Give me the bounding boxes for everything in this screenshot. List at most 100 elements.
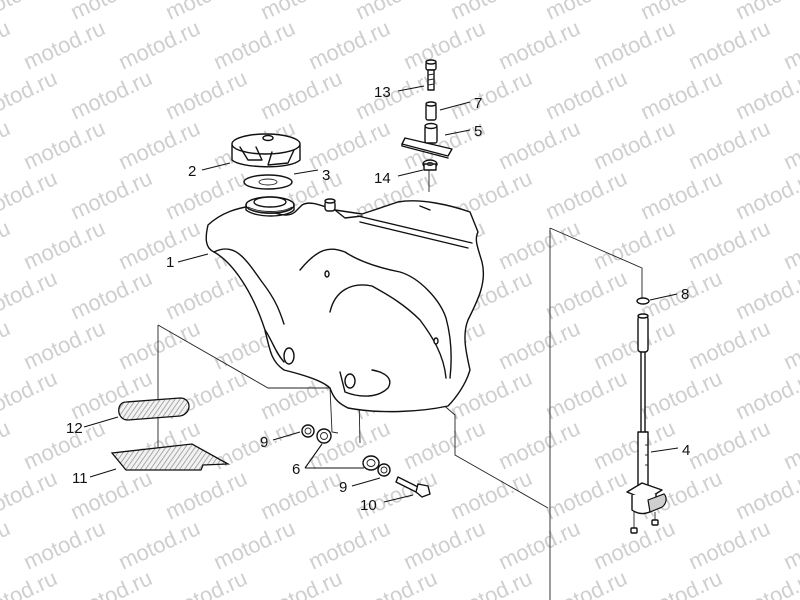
watermark-text: motod.ru xyxy=(20,115,109,174)
callout-7[interactable]: 7 xyxy=(474,95,482,112)
watermark-text: motod.ru xyxy=(495,415,584,474)
watermark-text: motod.ru xyxy=(257,465,346,524)
watermark-text: motod.ru xyxy=(780,315,800,374)
watermark-text: motod.ru xyxy=(590,15,679,74)
callout-9a[interactable]: 9 xyxy=(260,434,268,451)
watermark-text: motod.ru xyxy=(542,365,631,424)
callout-6[interactable]: 6 xyxy=(292,461,300,478)
watermark-text: motod.ru xyxy=(210,15,299,74)
callout-10[interactable]: 10 xyxy=(360,497,377,514)
callout-11[interactable]: 11 xyxy=(72,470,88,487)
watermark-text: motod.ru xyxy=(637,0,726,25)
watermark-text: motod.ru xyxy=(257,0,346,25)
washer-9b[interactable] xyxy=(377,463,391,477)
watermark-text: motod.ru xyxy=(447,65,536,124)
callout-5[interactable]: 5 xyxy=(474,123,482,140)
callout-1[interactable]: 1 xyxy=(166,254,174,271)
watermark-text: motod.ru xyxy=(20,315,109,374)
watermark-text: motod.ru xyxy=(0,15,14,74)
watermark-text: motod.ru xyxy=(732,65,800,124)
watermark-text: motod.ru xyxy=(590,415,679,474)
leader-lines xyxy=(83,85,679,503)
watermark-text: motod.ru xyxy=(685,515,774,574)
watermark-text: motod.ru xyxy=(352,565,441,600)
callout-4[interactable]: 4 xyxy=(682,442,690,459)
watermark-text: motod.ru xyxy=(685,15,774,74)
watermark-text: motod.ru xyxy=(305,15,394,74)
watermark-text: motod.ru xyxy=(780,115,800,174)
watermark-text: motod.ru xyxy=(495,215,584,274)
watermark-text: motod.ru xyxy=(0,65,61,124)
watermark-text: motod.ru xyxy=(400,515,489,574)
watermark-text: motod.ru xyxy=(257,65,346,124)
watermark-text: motod.ru xyxy=(447,0,536,25)
bolt-13[interactable] xyxy=(425,59,437,91)
watermark-text: motod.ru xyxy=(685,115,774,174)
watermark-text: motod.ru xyxy=(542,565,631,600)
watermark-text: motod.ru xyxy=(162,465,251,524)
watermark-text: motod.ru xyxy=(305,515,394,574)
callout-8[interactable]: 8 xyxy=(681,286,689,303)
watermark-text: motod.ru xyxy=(495,515,584,574)
callout-13[interactable]: 13 xyxy=(374,84,391,101)
tank-pad-upper[interactable] xyxy=(118,397,190,421)
watermark-text: motod.ru xyxy=(495,315,584,374)
watermark-text: motod.ru xyxy=(780,15,800,74)
filler-cap[interactable] xyxy=(231,133,301,168)
bolt-10[interactable] xyxy=(395,476,431,498)
spacer-bushing[interactable] xyxy=(425,101,437,121)
watermark-text: motod.ru xyxy=(162,565,251,600)
watermark-text: motod.ru xyxy=(0,215,14,274)
tank-pad-lower[interactable] xyxy=(110,443,231,471)
watermark-text: motod.ru xyxy=(210,515,299,574)
mounting-bracket[interactable] xyxy=(401,122,453,159)
watermark-text: motod.ru xyxy=(780,515,800,574)
watermark-text: motod.ru xyxy=(732,265,800,324)
watermark-text: motod.ru xyxy=(780,215,800,274)
watermark-text: motod.ru xyxy=(162,65,251,124)
watermark-text: motod.ru xyxy=(732,465,800,524)
watermark-text: motod.ru xyxy=(20,515,109,574)
watermark-text: motod.ru xyxy=(542,165,631,224)
watermark-text: motod.ru xyxy=(67,0,156,25)
watermark-text: motod.ru xyxy=(115,215,204,274)
watermark-text: motod.ru xyxy=(542,0,631,25)
watermark-text: motod.ru xyxy=(685,415,774,474)
watermark-text: motod.ru xyxy=(685,215,774,274)
washer-9a[interactable] xyxy=(301,424,315,438)
watermark-text: motod.ru xyxy=(0,515,14,574)
watermark-text: motod.ru xyxy=(67,65,156,124)
callout-2[interactable]: 2 xyxy=(188,163,196,180)
watermark-text: motod.ru xyxy=(257,565,346,600)
watermark-text: motod.ru xyxy=(67,165,156,224)
callout-9b[interactable]: 9 xyxy=(339,479,347,496)
watermark-text: motod.ru xyxy=(590,315,679,374)
callout-14[interactable]: 14 xyxy=(374,170,391,187)
callout-12[interactable]: 12 xyxy=(66,420,83,437)
watermark-text: motod.ru xyxy=(590,215,679,274)
grommet-6b[interactable] xyxy=(362,455,380,471)
cap-gasket[interactable] xyxy=(243,174,293,190)
watermark-text: motod.ru xyxy=(637,165,726,224)
watermark-text: motod.ru xyxy=(67,265,156,324)
watermark-text: motod.ru xyxy=(732,165,800,224)
fuel-tap[interactable] xyxy=(626,313,667,534)
watermark-text: motod.ru xyxy=(542,465,631,524)
callout-3[interactable]: 3 xyxy=(322,167,330,184)
grommet-14[interactable] xyxy=(422,159,438,171)
watermark-text: motod.ru xyxy=(447,465,536,524)
watermark-text: motod.ru xyxy=(637,365,726,424)
watermark-text: motod.ru xyxy=(0,315,14,374)
fuel-tank[interactable] xyxy=(205,196,485,413)
watermark-text: motod.ru xyxy=(495,115,584,174)
watermark-text: motod.ru xyxy=(0,265,61,324)
watermark-text: motod.ru xyxy=(637,65,726,124)
watermark-text: motod.ru xyxy=(0,415,14,474)
watermark-text: motod.ru xyxy=(732,365,800,424)
watermark-text: motod.ru xyxy=(0,365,61,424)
watermark-text: motod.ru xyxy=(305,115,394,174)
grommet-6a[interactable] xyxy=(316,428,332,444)
watermark-text: motod.ru xyxy=(0,115,14,174)
o-ring[interactable] xyxy=(636,297,650,305)
